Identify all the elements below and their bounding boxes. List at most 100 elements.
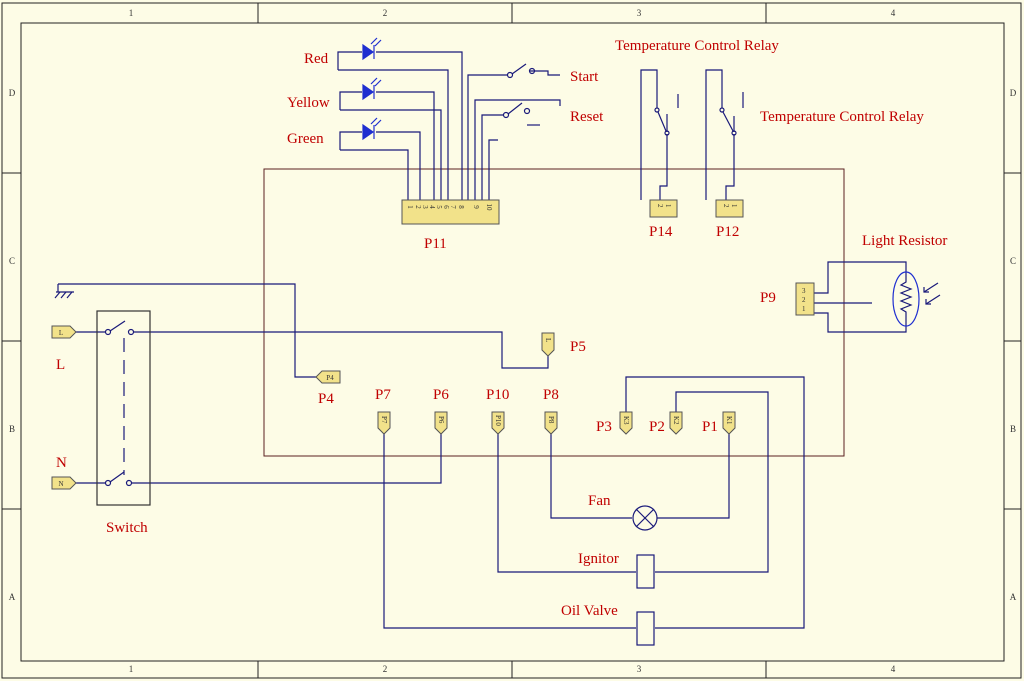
p11-pin-1: 1	[406, 205, 414, 209]
p11-pin-5: 5	[435, 205, 443, 209]
p11-pin-4: 4	[428, 205, 436, 209]
label-relay-right: Temperature Control Relay	[760, 109, 924, 125]
label-p11: P11	[424, 236, 447, 252]
label-relay-top: Temperature Control Relay	[615, 38, 779, 54]
led-yellow	[362, 77, 382, 101]
p9-pin-2: 2	[802, 296, 806, 304]
terminal-p3: K3	[619, 411, 633, 435]
row-label-d-left: D	[9, 88, 16, 98]
oil-valve-symbol	[636, 611, 655, 646]
row-label-d-right: D	[1010, 88, 1017, 98]
row-label-b-right: B	[1010, 424, 1016, 434]
label-light-resistor: Light Resistor	[862, 233, 947, 249]
terminal-p6-text: P6	[437, 416, 445, 424]
terminal-l: L	[51, 325, 77, 339]
label-p1: P1	[702, 419, 718, 435]
terminal-p6: P6	[434, 411, 448, 435]
terminal-p8: P8	[544, 411, 558, 435]
p11-pin-2: 2	[414, 205, 422, 209]
row-label-b-left: B	[9, 424, 15, 434]
ground-symbol	[54, 284, 74, 299]
connector-p12: 2 1	[715, 199, 744, 218]
light-resistor-symbol	[892, 271, 941, 327]
label-p7: P7	[375, 387, 391, 403]
terminal-n: N	[51, 476, 77, 490]
col-label-3-top: 3	[637, 8, 642, 18]
wires	[58, 51, 907, 629]
terminal-p2-text: K2	[672, 416, 680, 425]
terminal-p4: P4	[315, 370, 341, 384]
terminal-p10: P10	[491, 411, 505, 435]
label-p2: P2	[649, 419, 665, 435]
row-label-c-left: C	[9, 256, 15, 266]
p9-pin-1: 1	[802, 305, 806, 313]
label-p12: P12	[716, 224, 739, 240]
row-label-c-right: C	[1010, 256, 1016, 266]
terminal-n-text: N	[58, 480, 63, 488]
p11-pin-6: 6	[442, 205, 450, 209]
p14-pin-2: 2	[656, 204, 664, 208]
label-yellow: Yellow	[287, 95, 330, 111]
col-label-1-bottom: 1	[129, 664, 134, 674]
col-label-4-bottom: 4	[891, 664, 896, 674]
label-p14: P14	[649, 224, 673, 240]
label-l: L	[56, 357, 65, 373]
connector-p14: 2 1	[649, 199, 678, 218]
p14-pin-1: 1	[664, 204, 672, 208]
label-p9: P9	[760, 290, 776, 306]
p11-pin-3: 3	[421, 205, 429, 209]
p9-pin-3: 3	[802, 287, 806, 295]
terminal-p10-text: P10	[494, 415, 502, 426]
p12-pin-1: 1	[730, 204, 738, 208]
control-board-outline	[263, 168, 845, 457]
connector-p9: 3 2 1	[795, 282, 815, 316]
terminal-p4-text: P4	[326, 374, 334, 382]
terminal-p7-text: P7	[380, 416, 388, 424]
label-green: Green	[287, 131, 324, 147]
terminal-p8-text: P8	[547, 416, 555, 424]
connector-p11: 1 2 3 4 5 6 7 8 9 10	[401, 199, 500, 225]
terminal-p7: P7	[377, 411, 391, 435]
p12-pin-2: 2	[722, 204, 730, 208]
component-labels: Red Yellow Green Start Reset Temperature…	[56, 38, 947, 619]
label-switch: Switch	[106, 520, 148, 536]
start-switch	[506, 63, 536, 79]
terminal-l-text: L	[59, 329, 63, 337]
p11-pin-7: 7	[449, 205, 457, 209]
label-p8: P8	[543, 387, 559, 403]
row-label-a-left: A	[9, 592, 16, 602]
label-ignitor: Ignitor	[578, 551, 619, 567]
relay-contact-2	[719, 107, 737, 136]
p11-pin-10: 10	[485, 204, 493, 212]
p11-pin-8: 8	[457, 205, 465, 209]
p11-pin-9: 9	[472, 205, 480, 209]
terminal-p2: K2	[669, 411, 683, 435]
label-fan: Fan	[588, 493, 611, 509]
terminal-p1-text: K1	[725, 416, 733, 425]
ignitor-symbol	[636, 554, 655, 589]
label-p6: P6	[433, 387, 449, 403]
row-label-a-right: A	[1010, 592, 1017, 602]
label-reset: Reset	[570, 109, 604, 125]
label-oil-valve: Oil Valve	[561, 603, 618, 619]
terminal-p3-text: K3	[622, 416, 630, 425]
terminal-p1: K1	[722, 411, 736, 435]
relay-contact-1	[654, 107, 670, 136]
terminal-p5-text: L	[544, 338, 552, 342]
label-red: Red	[304, 51, 329, 67]
label-p3: P3	[596, 419, 612, 435]
terminal-p5: L	[541, 332, 555, 357]
col-label-4-top: 4	[891, 8, 896, 18]
label-p4: P4	[318, 391, 334, 407]
col-label-2-top: 2	[383, 8, 388, 18]
label-p5: P5	[570, 339, 586, 355]
label-n: N	[56, 455, 67, 471]
led-green	[362, 117, 382, 141]
fan-symbol	[632, 505, 658, 531]
col-label-2-bottom: 2	[383, 664, 388, 674]
label-p10: P10	[486, 387, 509, 403]
reset-switch	[502, 102, 531, 119]
main-switch	[96, 310, 151, 506]
